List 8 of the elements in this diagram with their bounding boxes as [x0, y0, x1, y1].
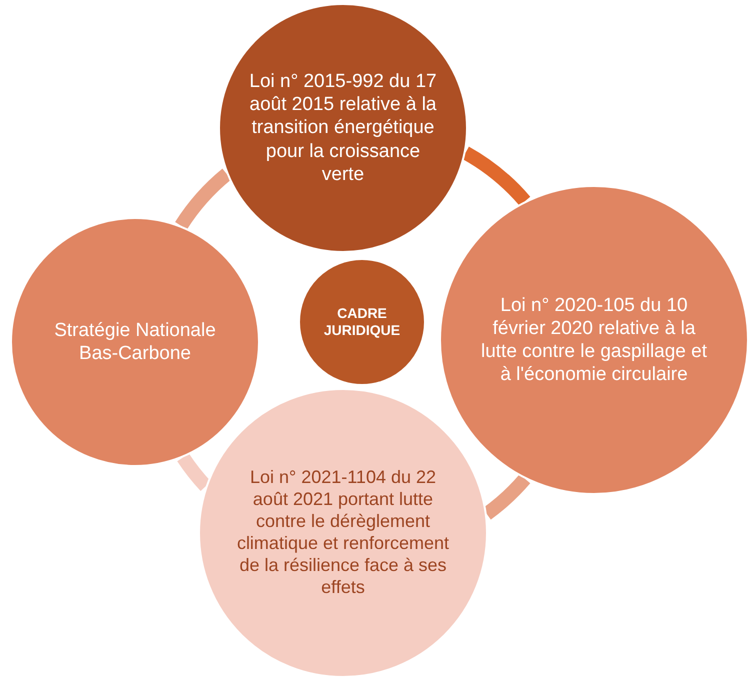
circle-label: Stratégie Nationale Bas-Carbone	[53, 318, 217, 366]
ring-arc	[175, 168, 232, 230]
circle-label: Loi n° 2015-992 du 17 août 2015 relative à la transition énergétique pour la croissance verte	[248, 70, 438, 186]
circle-label: Loi n° 2021-1104 du 22 août 2021 portant lutte contre le dérèglement climatique et renforcement de la résilience face à ses effets	[236, 467, 450, 599]
ring-arc	[462, 146, 530, 206]
circle-label: Loi n° 2020-105 du 10 février 2020 relative à la lutte contre le gaspillage et à l'économie circulaire	[480, 294, 708, 386]
circle-label: CADRE JURIDIQUE	[322, 304, 402, 340]
ring-arc	[177, 453, 211, 491]
